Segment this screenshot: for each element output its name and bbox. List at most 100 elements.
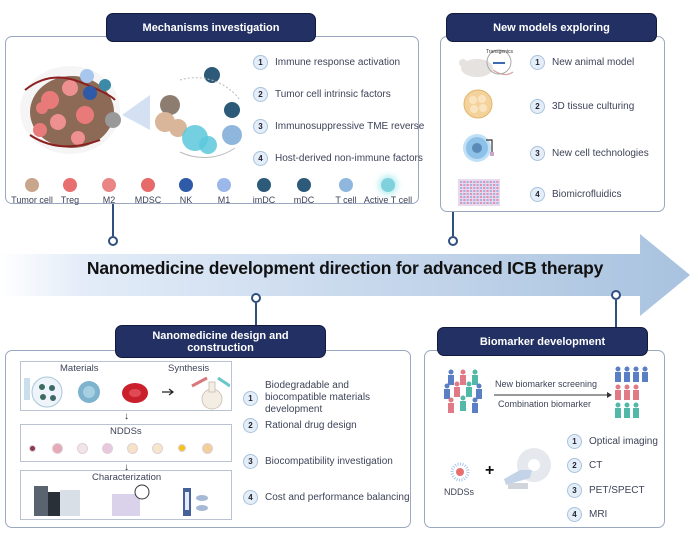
models-item-3: 3 New cell technologies [530,146,649,161]
connector-models [452,212,454,236]
models-item-2: 2 3D tissue culturing [530,99,634,114]
transgenics-label: Transgenics [486,49,514,55]
item-label: Tumor cell intrinsic factors [275,88,391,100]
characterization-label: Characterization [92,472,162,483]
item-label: Host-derived non-immune factors [275,152,423,164]
models-item-1: 1 New animal model [530,55,634,70]
t-cell-icon [339,178,353,192]
patient-population-icon [444,369,482,413]
models-header: New models exploring [446,13,657,42]
legend-label: NK [179,195,193,205]
number-badge: 2 [243,418,258,433]
nanoparticle-icon [178,444,186,452]
legend-label: T cell [335,195,357,205]
mechanisms-item-2: 2 Tumor cell intrinsic factors [253,87,391,102]
biomarker-item-4: 4 MRI [567,507,607,522]
legend-label: MDSC [134,195,162,205]
direction-arrow [0,234,690,316]
engineered-cell-icon [463,134,494,162]
biomarker-item-3: 3 PET/SPECT [567,483,645,498]
characterization-illustration [34,484,208,516]
legend-label: M2 [102,195,116,205]
banner-title: Nanomedicine development direction for a… [86,258,604,278]
mechanisms-item-4: 4 Host-derived non-immune factors [253,151,423,166]
number-badge: 3 [253,119,268,134]
legend-label: M1 [217,195,231,205]
design-item-2: 2 Rational drug design [243,418,357,433]
tumor-cell-icon [25,178,39,192]
arrow-down-2: ↓ [124,462,129,473]
legend-label: imDC [252,195,276,205]
number-badge: 1 [530,55,545,70]
mechanisms-item-1: 1 Immune response activation [253,55,400,70]
connector-biomarker [615,300,617,330]
number-badge: 4 [243,490,258,505]
item-label: New animal model [552,56,635,68]
item-label: Cost and performance balancing [265,491,410,503]
plus-sign: + [485,462,495,479]
item-label: Immunosuppressive TME reverse [275,120,425,132]
active-t-cell-icon [381,178,395,192]
organoid-icon [463,89,493,119]
microfluidic-chip-icon [458,179,500,206]
item-label: Immune response activation [275,56,401,68]
nanoparticle-icon [101,442,113,454]
imdc-icon [257,178,271,192]
tumor-microenvironment-illustration [20,66,242,159]
number-badge: 4 [567,507,582,522]
number-badge: 3 [530,146,545,161]
number-badge: 2 [253,87,268,102]
nddss-label: NDDSs [110,426,142,437]
combination-label: Combination biomarker [498,399,592,409]
design-item-4: 4 Cost and performance balancing [243,490,410,505]
mechanisms-item-3: 3 Immunosuppressive TME reverse [253,119,424,134]
nanoparticle-icon [76,442,88,454]
legend-label: Treg [60,195,80,205]
treg-icon [63,178,77,192]
item-label: MRI [589,508,608,520]
synthesis-label: Synthesis [168,363,210,374]
legend-label: mDC [293,195,315,205]
connector-knob-mechanisms [108,236,118,246]
number-badge: 1 [253,55,268,70]
number-badge: 3 [567,483,582,498]
biomarker-header: Biomarker development [437,327,648,356]
item-label: CT [589,459,603,471]
models-item-4: 4 Biomicrofluidics [530,187,621,202]
item-label: New cell technologies [552,147,649,159]
item-label: PET/SPECT [589,484,645,496]
item-label: Biomicrofluidics [552,188,622,200]
nanoparticle-icon [450,462,470,482]
biomarker-item-2: 2 CT [567,458,602,473]
number-badge: 2 [530,99,545,114]
item-label: Biodegradable and biocompatible material… [265,380,371,415]
mechanisms-header: Mechanisms investigation [106,13,316,42]
nddss-caption: NDDSs [444,487,475,497]
nanoparticle-icon [151,442,163,454]
m2-icon [102,178,116,192]
m1-icon [217,178,231,192]
nanoparticle-icon [51,442,63,454]
number-badge: 2 [567,458,582,473]
design-item-3: 3 Biocompatibility investigation [243,454,393,469]
number-badge: 4 [530,187,545,202]
item-label: Optical imaging [589,435,658,447]
legend-label: Tumor cell [11,195,53,205]
screening-label: New biomarker screening [495,379,598,389]
number-badge: 1 [567,434,582,449]
nddss-box [20,424,232,462]
nk-icon [179,178,193,192]
item-label: Biocompatibility investigation [265,455,393,467]
number-badge: 4 [253,151,268,166]
mdc-icon [297,178,311,192]
materials-label: Materials [60,363,99,374]
connector-knob-models [448,236,458,246]
mdsc-icon [141,178,155,192]
materials-illustration [24,376,230,410]
connector-mechanisms [112,202,114,236]
connector-knob-biomarker [611,290,621,300]
nanoparticle-icon [201,442,213,454]
screening-arrow [494,392,612,398]
number-badge: 1 [243,390,258,406]
nanoparticle-icon [28,444,36,452]
